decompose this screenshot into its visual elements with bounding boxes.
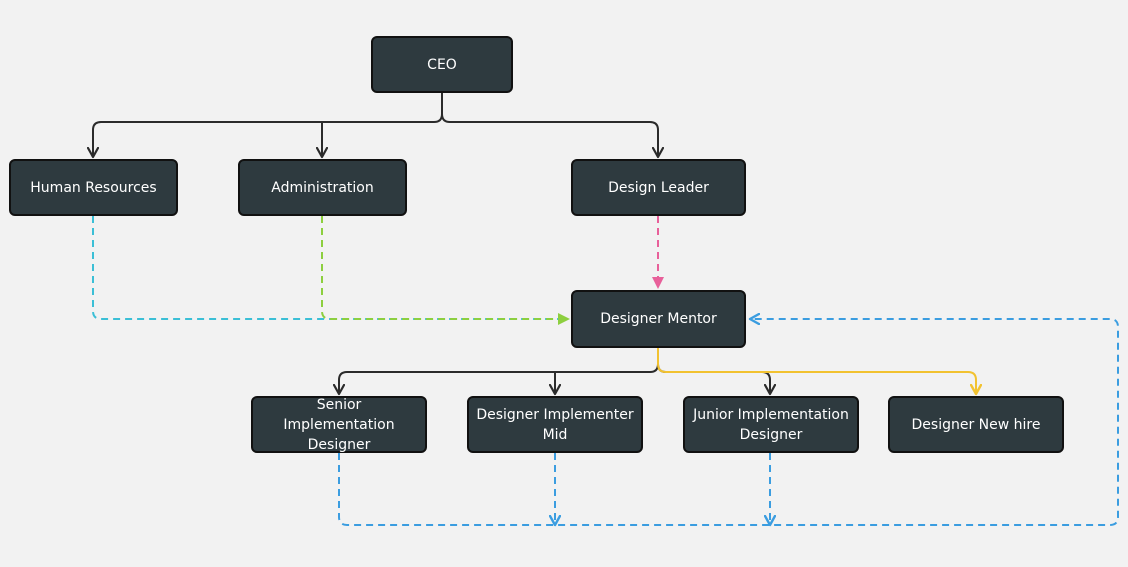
- node-ceo[interactable]: CEO: [371, 36, 513, 93]
- node-designer-new-hire[interactable]: Designer New hire: [888, 396, 1064, 453]
- node-administration-label: Administration: [271, 179, 374, 196]
- node-design-leader[interactable]: Design Leader: [571, 159, 746, 216]
- ceo-to-design-leader-connector: [441, 113, 658, 157]
- node-design-leader-label: Design Leader: [608, 179, 709, 196]
- node-designer-new-hire-label: Designer New hire: [911, 416, 1041, 433]
- feedback-connectors: [338, 319, 1119, 526]
- node-junior-implementation-designer-label: Junior Implementation Designer: [693, 406, 849, 443]
- node-designer-implementer-mid-label: Designer Implementer Mid: [476, 406, 634, 443]
- node-senior-implementation-designer-label: Senior Implementation Designer: [283, 396, 395, 453]
- node-designer-mentor-label: Designer Mentor: [600, 311, 717, 327]
- node-junior-implementation-designer[interactable]: Junior Implementation Designer: [683, 396, 859, 453]
- node-administration[interactable]: Administration: [238, 159, 407, 216]
- senior-feedback-connector: [338, 319, 1119, 526]
- ceo-reports-connectors: [93, 93, 658, 157]
- node-human-resources[interactable]: Human Resources: [9, 159, 178, 216]
- node-senior-implementation-designer[interactable]: Senior Implementation Designer: [251, 396, 427, 453]
- mentor-to-new-hire-connector: [657, 348, 976, 394]
- hr-to-mentor-connector: [92, 216, 560, 320]
- node-ceo-label: CEO: [427, 56, 457, 73]
- node-designer-implementer-mid[interactable]: Designer Implementer Mid: [467, 396, 643, 453]
- mentor-to-senior-connector: [339, 348, 659, 394]
- admin-to-mentor-connector: [321, 216, 570, 325]
- mentor-to-junior-connector: [657, 363, 770, 394]
- node-designer-mentor[interactable]: Designer Mentor: [571, 290, 746, 348]
- ceo-to-hr-connector: [93, 93, 443, 157]
- node-human-resources-label: Human Resources: [30, 179, 157, 196]
